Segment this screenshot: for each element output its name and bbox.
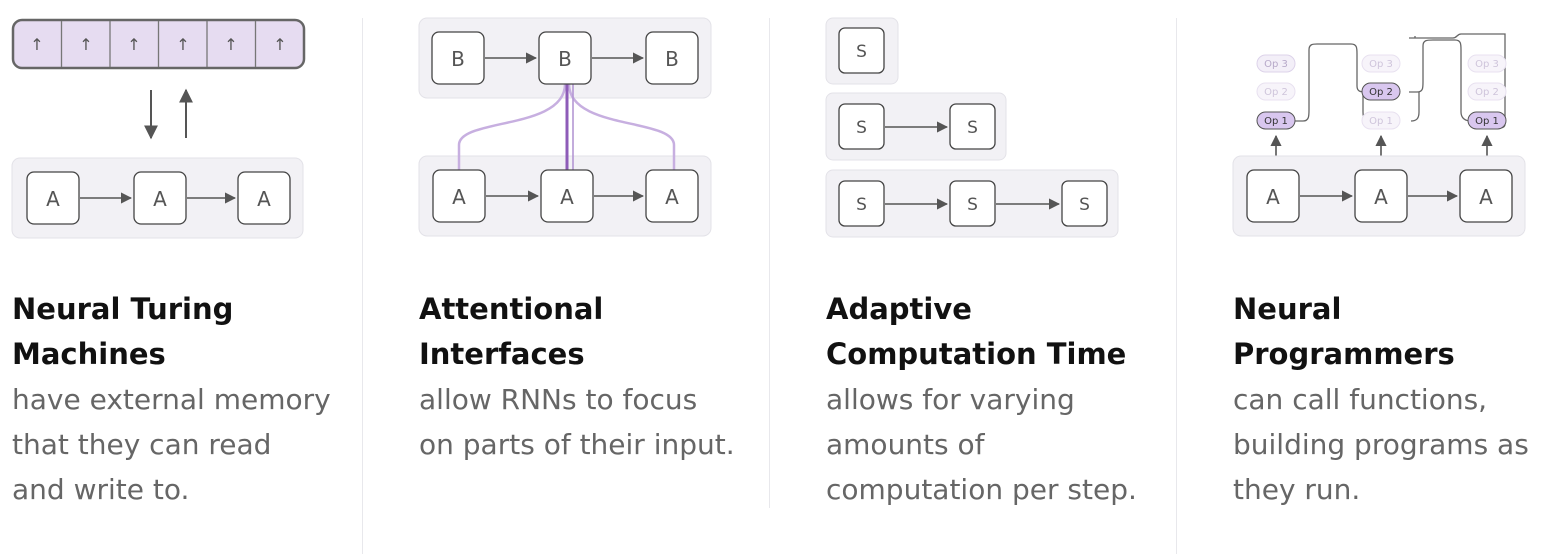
memory-bank: ↑ ↑ ↑ ↑ ↑ ↑	[11, 18, 306, 70]
decoder-node-label: B	[665, 47, 679, 71]
op-label: Op 1	[1264, 116, 1288, 127]
ponder-node: S	[949, 103, 996, 150]
rnn-node: A	[133, 171, 187, 225]
panel-description: can call functions, building programs as…	[1233, 383, 1529, 506]
rnn-node-label: A	[46, 187, 60, 211]
encoder-node: A	[432, 169, 486, 223]
rnn-node-label: A	[1266, 185, 1280, 209]
rnn-node-label: A	[1374, 185, 1388, 209]
ponder-node: S	[838, 180, 885, 227]
encoder-node-label: A	[560, 185, 574, 209]
panel-adaptive-computation-time: S S S S S S Adaptive Computation Time	[825, 0, 1137, 554]
attention-line-light	[457, 83, 567, 172]
rnn-node: A	[1354, 169, 1408, 223]
memory-cell-arrow: ↑	[30, 35, 43, 54]
encoder-node-label: A	[665, 185, 679, 209]
decoder-node-label: B	[451, 47, 465, 71]
encoder-node: A	[645, 169, 699, 223]
op-chip-faded: Op 3	[1361, 54, 1401, 73]
decoder-node: B	[538, 31, 592, 85]
panel-neural-turing-machines: ↑ ↑ ↑ ↑ ↑ ↑ A A A Neural Turing Machines…	[11, 0, 331, 554]
attention-line-light	[567, 83, 676, 172]
ponder-node-label: S	[1079, 195, 1090, 215]
op-label: Op 2	[1369, 87, 1393, 98]
op-label: Op 1	[1369, 116, 1393, 127]
panel-description: have external memory that they can read …	[12, 383, 331, 506]
ponder-node-label: S	[967, 195, 978, 215]
op-chip-faded: Op 1	[1361, 111, 1401, 130]
op-chip-selected: Op 1	[1467, 111, 1507, 130]
panel-title: Attentional Interfaces	[419, 292, 604, 371]
memory-cell-arrow: ↑	[176, 35, 189, 54]
memory-cell-arrow: ↑	[127, 35, 140, 54]
ponder-node: S	[838, 27, 885, 74]
panel-neural-programmers: Op 3 Op 2 Op 1 Op 3 Op 2 Op 1 Op 3	[1232, 0, 1533, 554]
rnn-node-label: A	[257, 187, 271, 211]
ponder-node-label: S	[967, 118, 978, 138]
programmer-diagram: Op 3 Op 2 Op 1 Op 3 Op 2 Op 1 Op 3	[1232, 33, 1526, 237]
panel-description: allow RNNs to focus on parts of their in…	[419, 383, 735, 461]
memory-cell-arrow: ↑	[79, 35, 92, 54]
op-label: Op 2	[1264, 87, 1288, 98]
encoder-node: A	[540, 169, 594, 223]
rnn-node-label: A	[1479, 185, 1493, 209]
panel-title: Neural Turing Machines	[12, 292, 234, 371]
panel-title: Adaptive Computation Time	[826, 292, 1127, 371]
memory-cell-arrow: ↑	[224, 35, 237, 54]
attention-diagram: B B B A A A	[418, 17, 712, 237]
op-chip-selected: Op 1	[1256, 111, 1296, 130]
rnn-node: A	[1459, 169, 1513, 223]
decoder-node-label: B	[558, 47, 572, 71]
memory-cell-arrow: ↑	[273, 35, 286, 54]
op-label: Op 2	[1475, 87, 1499, 98]
op-label: Op 3	[1475, 59, 1499, 70]
ponder-node-label: S	[856, 195, 867, 215]
ponder-node: S	[838, 103, 885, 150]
rnn-node-label: A	[153, 187, 167, 211]
ponder-node-label: S	[856, 42, 867, 62]
decoder-node: B	[645, 31, 699, 85]
op-chip-faded: Op 2	[1256, 82, 1296, 101]
column-divider-3	[1176, 18, 1177, 554]
column-divider-1	[362, 18, 363, 554]
op-label: Op 3	[1264, 59, 1288, 70]
op-chip-faded: Op 2	[1467, 82, 1507, 101]
panel-title: Neural Programmers	[1233, 292, 1455, 371]
ponder-node: S	[949, 180, 996, 227]
rnn-node: A	[1246, 169, 1300, 223]
op-chip-faded: Op 3	[1256, 54, 1296, 73]
rnn-node: A	[26, 171, 80, 225]
ntm-diagram: ↑ ↑ ↑ ↑ ↑ ↑ A A A	[11, 18, 306, 239]
op-chip-selected: Op 2	[1361, 82, 1401, 101]
encoder-node-label: A	[452, 185, 466, 209]
column-divider-2	[769, 18, 770, 508]
decoder-node: B	[431, 31, 485, 85]
ponder-node-label: S	[856, 118, 867, 138]
act-diagram: S S S S S S	[825, 17, 1119, 238]
rnn-node: A	[237, 171, 291, 225]
op-label: Op 3	[1369, 59, 1393, 70]
panel-attentional-interfaces: B B B A A A Attentional Interfaces allow…	[418, 0, 735, 554]
op-label: Op 1	[1475, 116, 1499, 127]
ponder-node: S	[1061, 180, 1108, 227]
op-chip-faded: Op 3	[1467, 54, 1507, 73]
panel-description: allows for varying amounts of computatio…	[826, 383, 1137, 506]
